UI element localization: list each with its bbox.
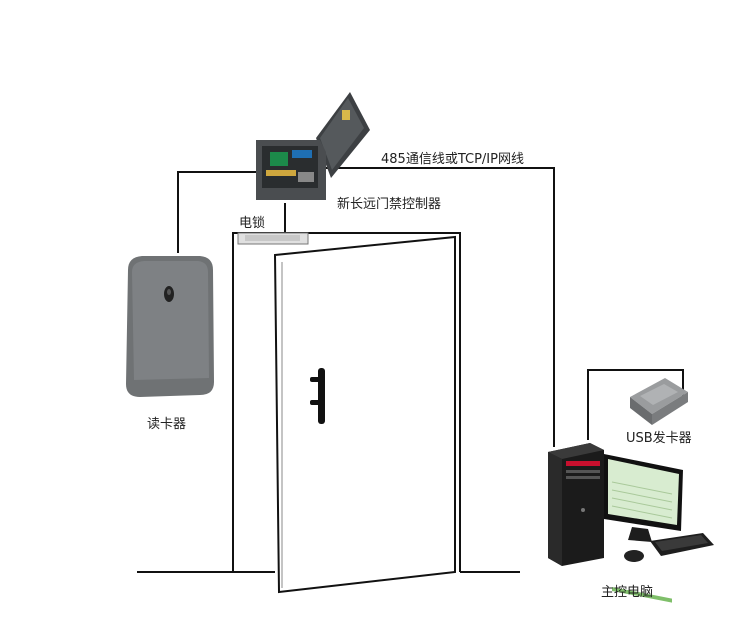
- controller-label: 新长远门禁控制器: [337, 193, 441, 212]
- card-reader-label: 读卡器: [147, 413, 186, 432]
- pc-keyboard: [650, 533, 714, 556]
- lock-label: 电锁: [239, 212, 265, 231]
- pc-mouse: [624, 550, 644, 562]
- card-reader: [126, 256, 214, 397]
- network-line-label: 485通信线或TCP/IP网线: [381, 148, 524, 167]
- controller-box: [256, 92, 370, 200]
- usb-card-issuer: [630, 378, 688, 425]
- host-pc-label: 主控电脑: [601, 581, 653, 600]
- pc-tower: [548, 443, 604, 566]
- usb-issuer-label: USB发卡器: [626, 427, 692, 446]
- electric-lock: [238, 233, 308, 244]
- door-leaf: [275, 237, 455, 592]
